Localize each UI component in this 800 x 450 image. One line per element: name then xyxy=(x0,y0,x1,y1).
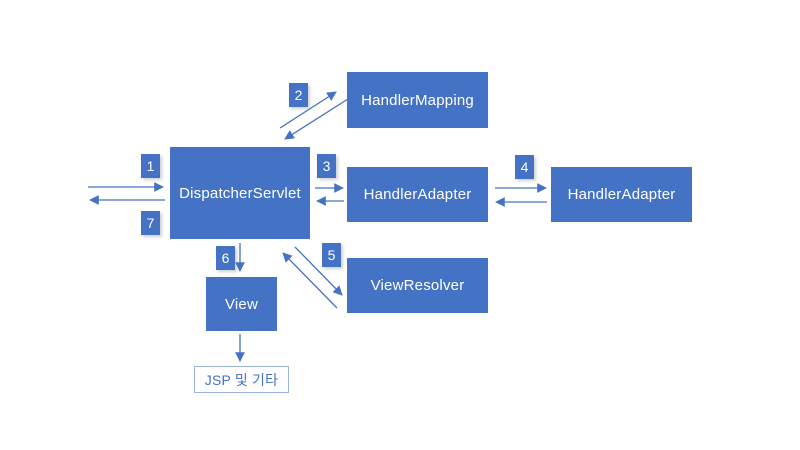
node-view: View xyxy=(206,277,277,331)
node-handler-adapter-right: HandlerAdapter xyxy=(551,167,692,222)
step-badge-6: 6 xyxy=(216,246,235,270)
step-badge-5: 5 xyxy=(322,243,341,267)
node-view-resolver: ViewResolver xyxy=(347,258,488,313)
step-badge-3: 3 xyxy=(317,154,336,178)
step-badge-1: 1 xyxy=(141,154,160,178)
step-badge-4: 4 xyxy=(515,155,534,179)
node-handler-mapping: HandlerMapping xyxy=(347,72,488,128)
node-jsp-and-others: JSP 및 기타 xyxy=(194,366,289,393)
step-badge-2: 2 xyxy=(289,83,308,107)
step-badge-7: 7 xyxy=(141,211,160,235)
node-dispatcher-servlet: DispatcherServlet xyxy=(170,147,310,239)
node-handler-adapter: HandlerAdapter xyxy=(347,167,488,222)
